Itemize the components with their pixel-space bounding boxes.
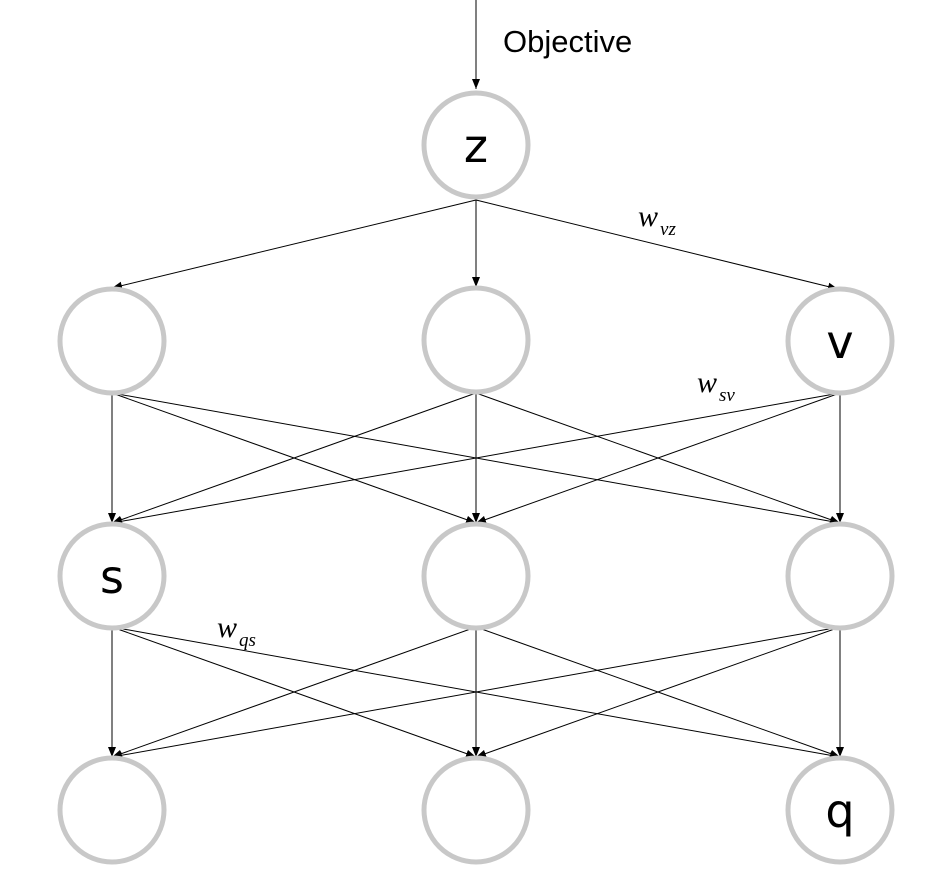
node-label-q: q [825,784,854,838]
node-z [421,90,531,200]
edge-v-h2b [475,392,841,524]
node-hidden2-c [785,521,895,631]
node-labels: z v s q [100,119,855,838]
edge-h1b-s [111,392,477,524]
node-output-b [421,755,531,865]
edge-h2b-o1 [111,626,477,758]
weight-vz-sub: vz [660,219,676,240]
node-hidden1-b [421,285,531,395]
node-label-v: v [826,315,853,369]
node-label-s: s [100,550,124,604]
node-q [785,755,895,865]
node-v [785,286,895,396]
node-s [57,521,167,631]
edge-z-v [475,199,839,291]
weight-sv-sub: sv [719,385,735,406]
objective-label: Objective [503,24,632,59]
node-hidden2-b [421,521,531,631]
nodes [57,90,895,865]
edge-h2c-o1 [111,626,841,760]
node-label-z: z [464,119,488,173]
weight-vz-base: w [638,200,658,233]
weight-qs-sub: qs [239,630,256,651]
weight-qs-base: w [217,611,237,644]
edge-h2c-o2 [475,626,841,758]
edge-v-s [111,392,841,526]
node-output-a [57,755,167,865]
edges [108,0,844,760]
weight-sv-base: w [697,366,717,399]
node-hidden1-a [57,286,167,396]
edge-z-h1a [111,199,477,290]
